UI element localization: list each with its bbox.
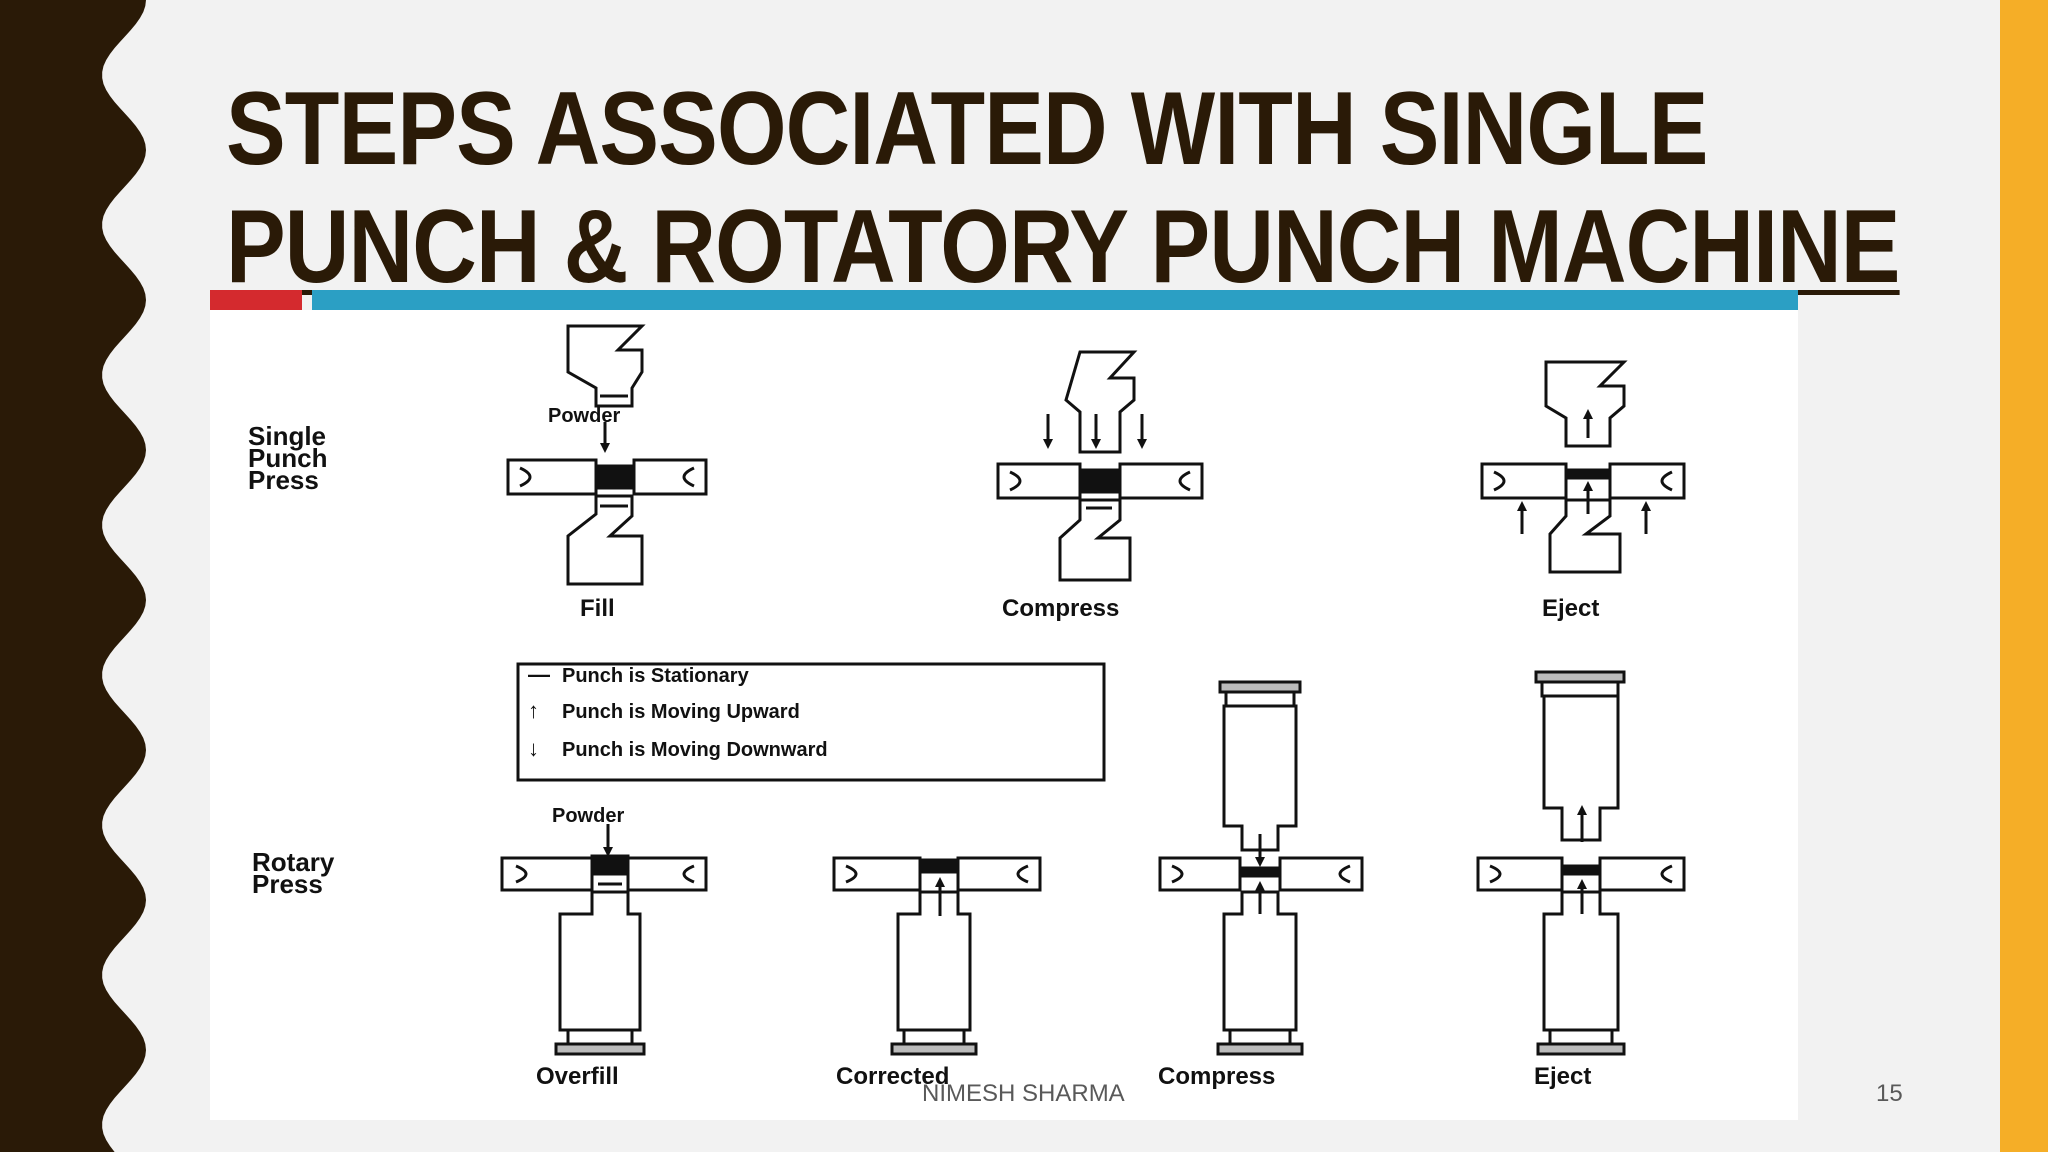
single-step-fill: Fill (580, 595, 615, 622)
rotary-step-compress: Compress (1158, 1063, 1275, 1090)
title-line-1: STEPS ASSOCIATED WITH SINGLE (226, 71, 1708, 187)
powder-label-single: Powder (548, 405, 620, 427)
legend-symbol-upward: ↑ (528, 698, 539, 723)
rotary-corrected-station (832, 856, 1042, 1056)
right-accent-band (2000, 0, 2048, 1152)
single-compress-station (996, 350, 1204, 582)
rotary-overfill-station (500, 824, 708, 1056)
single-step-compress: Compress (1002, 595, 1119, 622)
legend-box (516, 662, 1106, 782)
rotary-step-corrected: Corrected (836, 1063, 949, 1090)
title-accent-red (210, 290, 302, 310)
single-press-label-1: Single (248, 421, 326, 451)
single-eject-station (1480, 360, 1686, 574)
tablet-press-diagram: Single Punch Press Rotary Press Powder F… (210, 310, 1798, 1120)
legend-text-stationary: Punch is Stationary (562, 665, 750, 687)
powder-label-rotary: Powder (552, 805, 624, 827)
legend-text-upward: Punch is Moving Upward (562, 701, 800, 723)
rotary-press-label-2: Press (252, 869, 323, 899)
page-number: 15 (1876, 1080, 1903, 1107)
slide-title: STEPS ASSOCIATED WITH SINGLE PUNCH & ROT… (226, 70, 1900, 306)
diagram-canvas: Single Punch Press Rotary Press Powder F… (248, 324, 1686, 1090)
rotary-step-overfill: Overfill (536, 1063, 619, 1090)
single-press-label-2: Punch (248, 443, 327, 473)
title-accent-blue (312, 290, 1798, 310)
rotary-press-label-1: Rotary (252, 847, 335, 877)
single-step-eject: Eject (1542, 595, 1599, 622)
legend-symbol-downward: ↓ (528, 736, 539, 761)
title-line-2: PUNCH & ROTATORY PUNCH MACHINE (226, 189, 1900, 305)
rotary-eject-station (1476, 670, 1686, 1056)
legend-text-downward: Punch is Moving Downward (562, 739, 828, 761)
wavy-left-band (0, 0, 146, 1152)
rotary-compress-station (1158, 680, 1364, 1056)
legend-symbol-stationary: — (528, 662, 550, 687)
single-press-label-3: Press (248, 465, 319, 495)
footer-author: NIMESH SHARMA (922, 1080, 1125, 1107)
single-fill-station (506, 324, 708, 586)
rotary-step-eject: Eject (1534, 1063, 1591, 1090)
